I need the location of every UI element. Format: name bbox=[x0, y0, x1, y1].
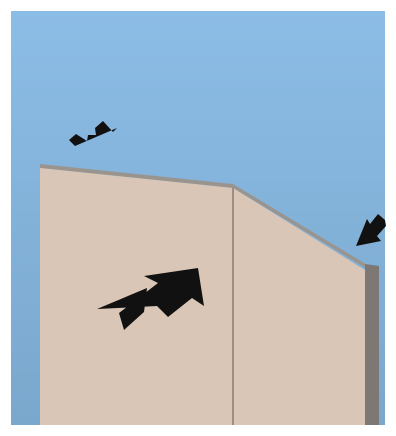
panel-right-face bbox=[233, 188, 365, 425]
panel-top-edge-right bbox=[233, 184, 369, 270]
right-arrow bbox=[356, 214, 386, 246]
arrow-down-left-icon bbox=[69, 121, 117, 146]
panel-top-edge-left bbox=[40, 164, 233, 188]
center-arrow bbox=[97, 268, 204, 330]
arrow-down-left-icon bbox=[356, 214, 386, 246]
arrow-up-right-icon bbox=[97, 268, 204, 330]
panel-side-edge bbox=[365, 264, 379, 425]
top-left-arrow bbox=[69, 121, 117, 146]
